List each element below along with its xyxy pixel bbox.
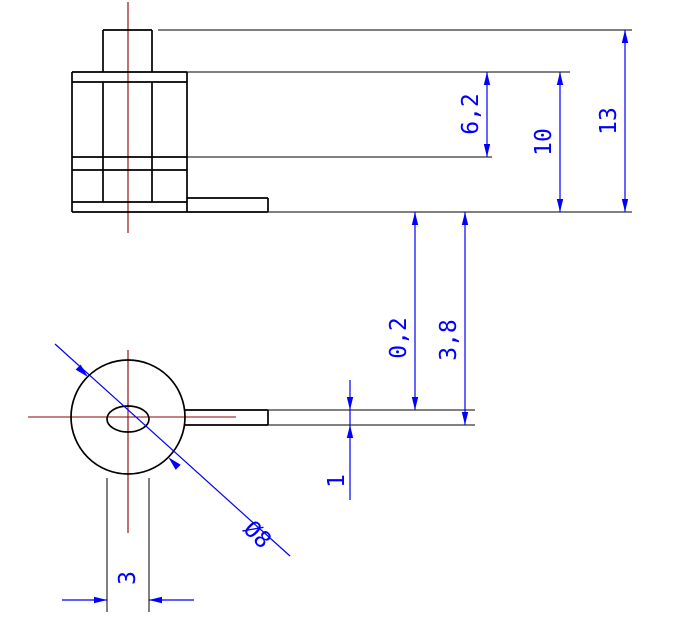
dimensions: 6,2 10 13 0,2: [54, 30, 629, 604]
arrow-right-icon: [94, 596, 107, 604]
bottom-view: [70, 359, 475, 612]
arrow-down-icon: [461, 412, 469, 425]
arrow-up-icon: [461, 212, 469, 225]
dim-1: 1: [324, 380, 354, 500]
arrow-up-icon: [411, 212, 419, 225]
arrow-down-icon: [346, 397, 354, 410]
arrow-down-icon: [621, 199, 629, 212]
dim-0-2-label: 0,2: [386, 317, 412, 359]
arrow-up-icon: [483, 72, 491, 85]
arrow-up-icon: [621, 30, 629, 43]
tab-extension-lines: [268, 409, 475, 426]
dim-13: 13: [596, 30, 629, 212]
dim-6-2-label: 6,2: [458, 93, 484, 135]
dim-3-8-label: 3,8: [436, 319, 462, 361]
arrow-up-icon: [346, 425, 354, 438]
outer-circle: [70, 359, 186, 475]
side-view: [71, 29, 632, 213]
center-hole: [106, 405, 150, 433]
side-view-part-outline: [71, 29, 269, 213]
dim-3: 3: [62, 571, 194, 604]
arrow-down-icon: [556, 199, 564, 212]
side-view-extension-lines: [158, 29, 632, 213]
dim-dia-8-leader: [54, 343, 291, 557]
arrow-diagonal-icon: [168, 457, 181, 470]
dim-3-8: 3,8: [436, 212, 469, 425]
dim-dia-8: Ø8: [54, 343, 291, 557]
tab-outline: [184, 409, 269, 426]
arrow-up-icon: [556, 72, 564, 85]
dim-1-label: 1: [324, 474, 350, 488]
dim-10: 10: [531, 72, 564, 212]
dim-13-label: 13: [596, 107, 622, 135]
dim-6-2: 6,2: [458, 72, 491, 157]
hole-extension-lines: [106, 478, 150, 612]
dim-3-label: 3: [115, 571, 141, 585]
arrow-down-icon: [411, 397, 419, 410]
dim-dia-8-label: Ø8: [238, 516, 276, 554]
arrow-down-icon: [483, 144, 491, 157]
dim-10-label: 10: [531, 128, 557, 156]
dim-0-2: 0,2: [386, 212, 419, 410]
arrow-diagonal-icon: [75, 364, 88, 377]
arrow-left-icon: [149, 596, 162, 604]
